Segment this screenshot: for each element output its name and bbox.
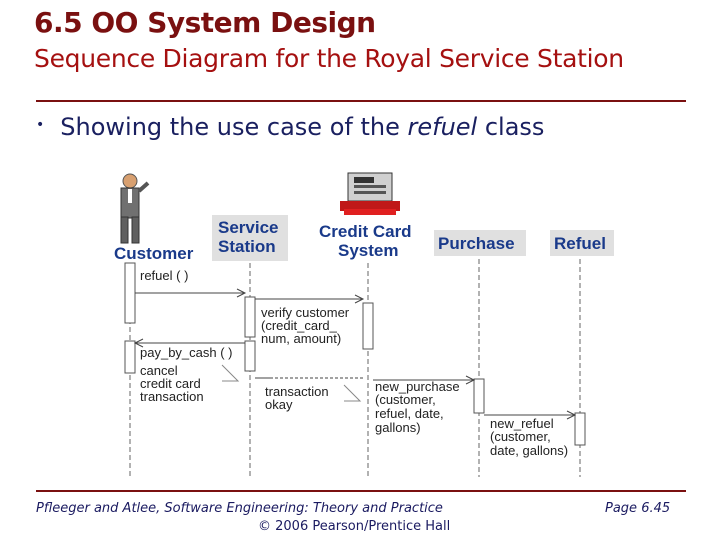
- bullet-icon: •: [36, 117, 45, 133]
- purchase-box: [434, 230, 526, 256]
- message-new-purchase-line2: (customer,: [375, 392, 436, 407]
- footer-divider: [36, 490, 686, 492]
- message-new-purchase-line1: new_purchase: [375, 379, 460, 394]
- message-new-refuel-line2: (customer,: [490, 429, 551, 444]
- participant-service-line2: Station: [218, 237, 276, 256]
- bullet-point: • Showing the use case of the refuel clas…: [36, 113, 544, 141]
- participant-service-line1: Service: [218, 218, 279, 237]
- note-markers: [221, 364, 362, 402]
- sequence-diagram: Customer Service Station Credit Card Sys…: [108, 167, 623, 489]
- slide-title: 6.5 OO System Design: [34, 6, 376, 39]
- message-refuel: refuel ( ): [140, 268, 188, 283]
- message-cancel-line3: transaction: [140, 389, 204, 404]
- message-cancel-line2: credit card: [140, 376, 201, 391]
- message-transaction-line1: transaction: [265, 384, 329, 399]
- service-station-box: [212, 215, 288, 261]
- sequence-diagram-svg: Customer Service Station Credit Card Sys…: [114, 172, 614, 477]
- message-new-refuel-line3: date, gallons): [490, 443, 568, 458]
- participant-purchase: Purchase: [438, 234, 515, 253]
- footer-copyright: © 2006 Pearson/Prentice Hall: [258, 519, 451, 534]
- participant-credit-line1: Credit Card: [319, 222, 412, 241]
- message-new-purchase-line3: refuel, date,: [375, 406, 444, 421]
- message-pay-by-cash: pay_by_cash ( ): [140, 345, 233, 360]
- bullet-prefix: Showing the use case of the: [60, 113, 400, 141]
- message-new-refuel-line1: new_refuel: [490, 416, 554, 431]
- refuel-box: [550, 230, 614, 256]
- title-divider: [36, 100, 686, 102]
- message-new-purchase-line4: gallons): [375, 420, 421, 435]
- slide-subtitle: Sequence Diagram for the Royal Service S…: [34, 44, 624, 73]
- bullet-italic-word: refuel: [407, 113, 478, 141]
- footer-page-number: Page 6.45: [605, 501, 671, 516]
- credit-card-terminal-icon: [340, 172, 400, 215]
- message-verify-line2: (credit_card_: [261, 318, 338, 333]
- message-transaction-line2: okay: [265, 397, 293, 412]
- message-arrows: [133, 288, 577, 420]
- message-cancel-line1: cancel: [140, 363, 178, 378]
- footer-citation: Pfleeger and Atlee, Software Engineering…: [36, 501, 443, 516]
- customer-figure-icon: [120, 173, 150, 244]
- message-verify-line1: verify customer: [261, 305, 350, 320]
- participant-credit-line2: System: [338, 241, 398, 260]
- participant-customer: Customer: [114, 244, 194, 263]
- message-labels: refuel ( ) verify customer (credit_card_…: [140, 268, 568, 458]
- bullet-suffix: class: [484, 113, 545, 141]
- participant-refuel: Refuel: [554, 234, 606, 253]
- message-verify-line3: num, amount): [261, 331, 341, 346]
